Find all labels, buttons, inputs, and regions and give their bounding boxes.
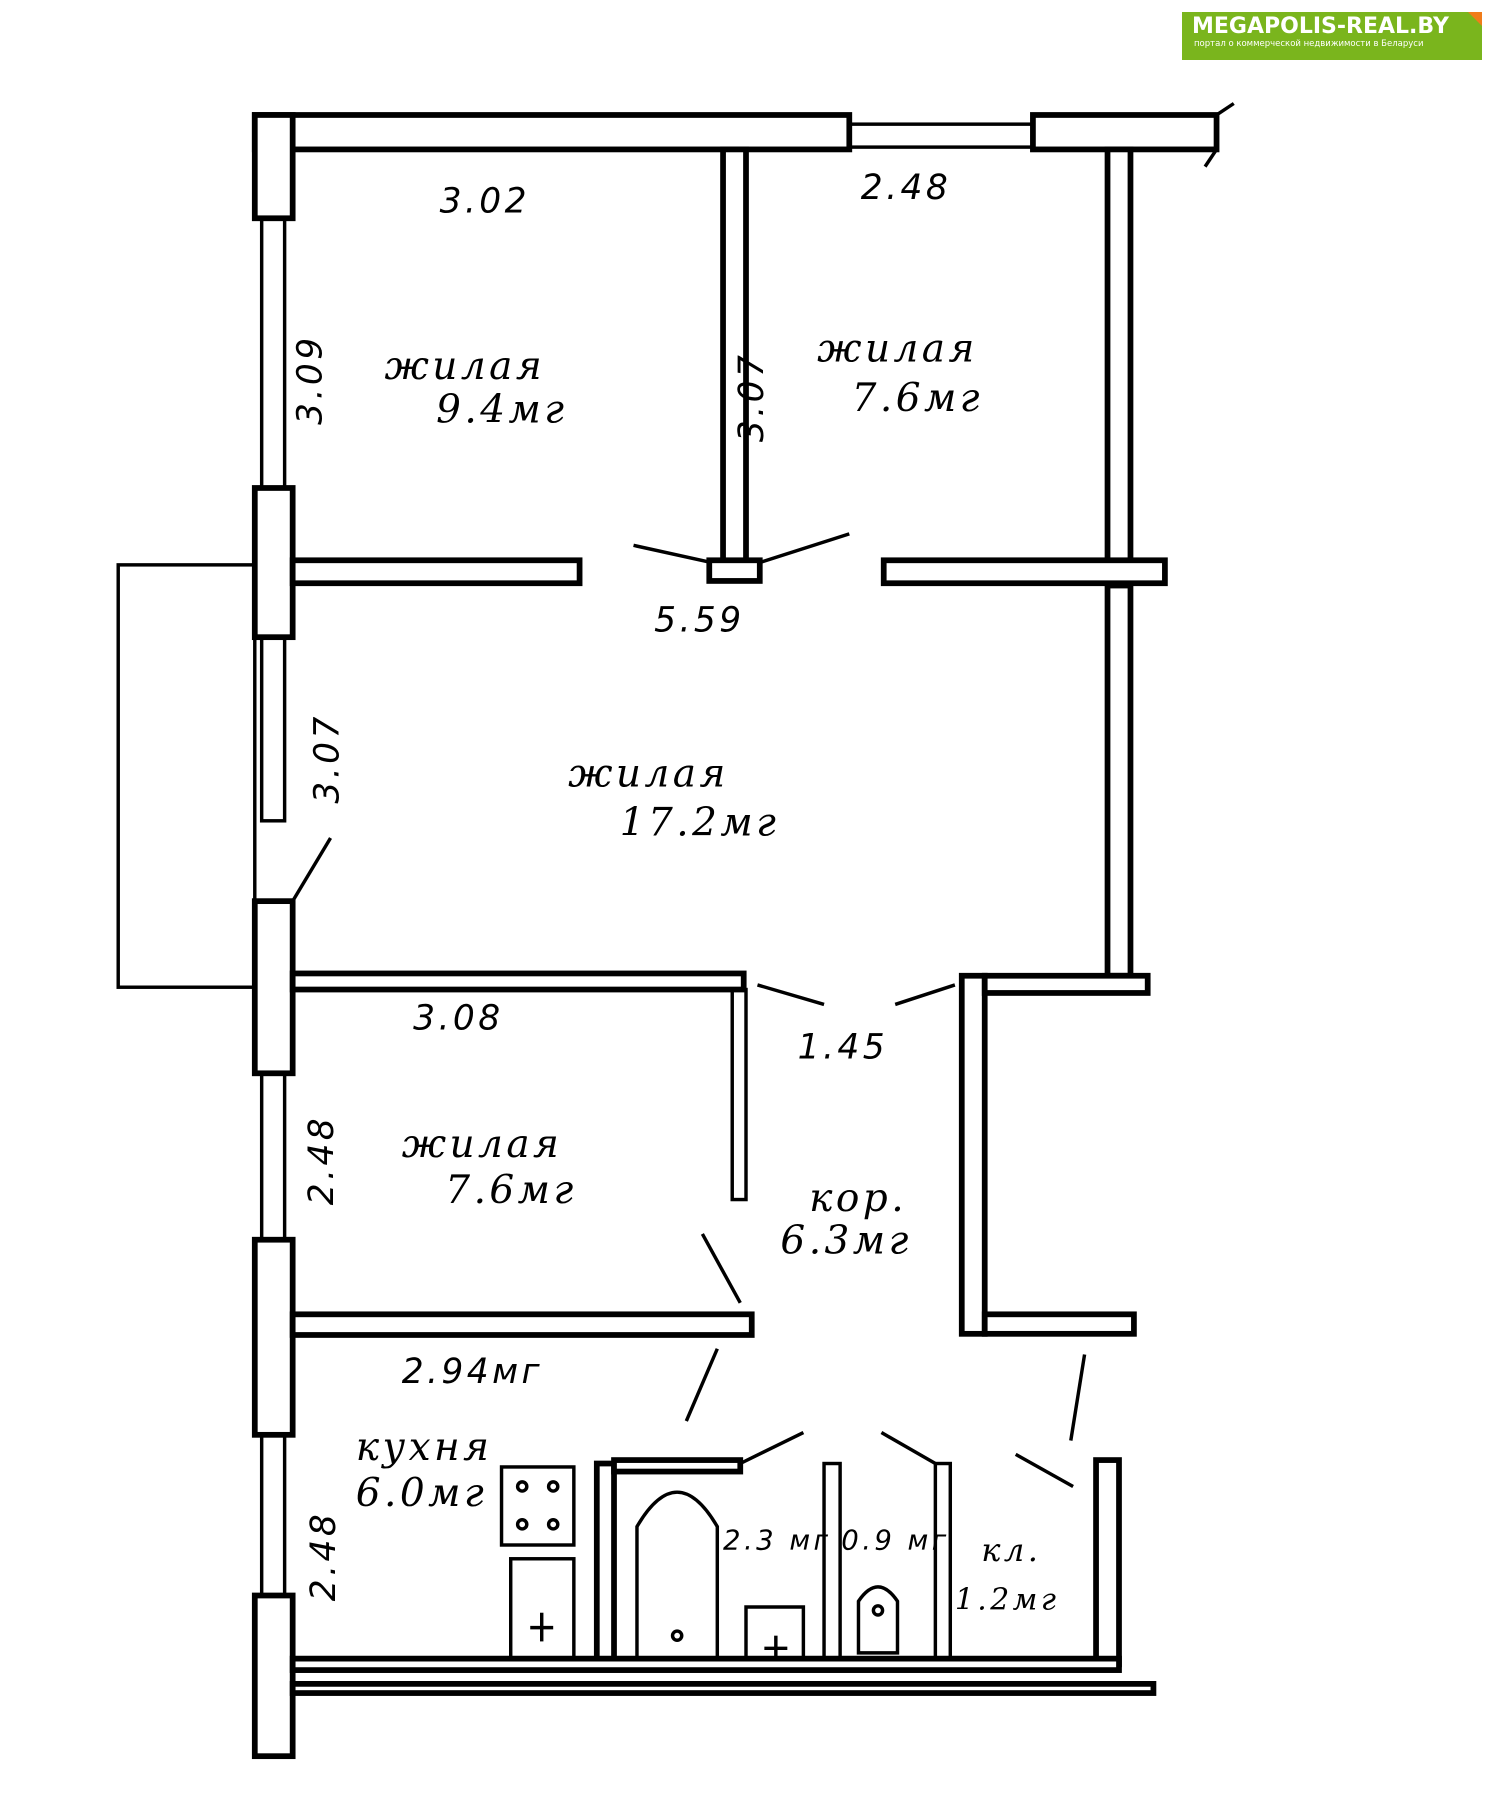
dimension-label: 2.48 bbox=[304, 1511, 344, 1601]
dimension-label: 3.07 bbox=[732, 352, 772, 442]
room-area: 1.2мг bbox=[955, 1582, 1059, 1617]
dimension-label: 3.07 bbox=[308, 713, 348, 803]
room-area: 9.4мг bbox=[436, 388, 567, 433]
washbasin-icon bbox=[744, 1605, 806, 1659]
room-label: кл. bbox=[981, 1531, 1041, 1569]
room-label: кухня bbox=[356, 1425, 493, 1470]
fixtures bbox=[499, 1465, 900, 1662]
dimension-label: 3.09 bbox=[290, 334, 330, 424]
walls bbox=[116, 102, 1235, 1760]
room-area: 7.6мг bbox=[852, 376, 983, 421]
dimension-label: 2.94мг bbox=[402, 1352, 543, 1392]
room-area: 0.9 мг bbox=[841, 1525, 949, 1557]
dimension-label: 2.48 bbox=[302, 1115, 342, 1205]
room-area: 2.3 мг bbox=[723, 1525, 831, 1557]
room-label: жилая bbox=[384, 344, 545, 389]
bathtub-icon bbox=[635, 1490, 720, 1659]
megapolis-logo: MEGAPOLIS-REAL.BY портал о коммерческой … bbox=[1182, 12, 1482, 60]
logo-title: MEGAPOLIS-REAL.BY bbox=[1192, 14, 1449, 39]
dimension-label: 1.45 bbox=[798, 1027, 888, 1067]
dimension-label: 2.48 bbox=[861, 168, 951, 208]
room-label: кор. bbox=[809, 1176, 907, 1221]
toilet-icon bbox=[856, 1585, 900, 1655]
logo-subtitle: портал о коммерческой недвижимости в Бел… bbox=[1194, 39, 1424, 49]
room-area: 7.6мг bbox=[445, 1168, 576, 1213]
room-label: жилая bbox=[568, 751, 729, 796]
door-swings bbox=[291, 532, 1087, 1488]
stove-icon bbox=[499, 1465, 576, 1547]
room-label: жилая bbox=[817, 327, 978, 372]
dimension-label: 5.59 bbox=[654, 600, 744, 640]
labels: жилая 9.4мг жилая 7.6мг жилая 17.2мг жил… bbox=[290, 168, 1059, 1618]
room-label: жилая bbox=[402, 1122, 563, 1167]
logo-corner bbox=[1468, 12, 1482, 26]
dimension-label: 3.08 bbox=[413, 999, 503, 1039]
sink-icon bbox=[509, 1557, 576, 1662]
dimension-label: 3.02 bbox=[440, 182, 530, 222]
room-area: 6.3мг bbox=[780, 1218, 911, 1263]
room-area: 17.2мг bbox=[620, 801, 780, 846]
room-area: 6.0мг bbox=[356, 1471, 487, 1516]
